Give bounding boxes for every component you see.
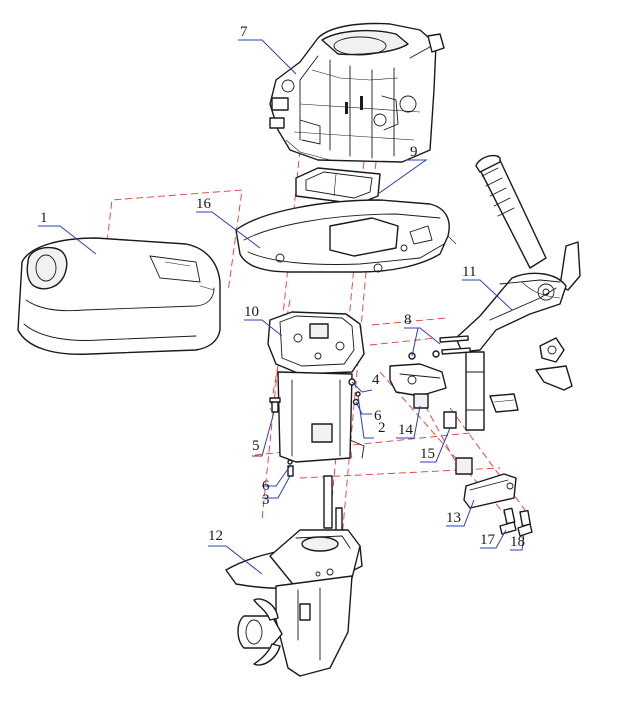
callout-6-upper: 6: [374, 408, 382, 424]
callout-3: 3: [262, 492, 270, 508]
callout-17: 17: [480, 532, 496, 548]
callout-6-lower: 6: [262, 478, 270, 494]
callout-1: 1: [40, 210, 48, 226]
callout-labels: 1 2 3 4 5 6 6 7 8 9 10 11 12 13 14 15 16…: [40, 24, 525, 550]
callout-4: 4: [372, 372, 380, 388]
part-10-adapter-plate: [267, 311, 365, 375]
part-13-lower-bracket: [463, 473, 517, 509]
small-fasteners: [269, 378, 361, 477]
callout-16: 16: [196, 196, 212, 212]
callout-13: 13: [446, 510, 461, 526]
drive-shaft-housing: [277, 371, 365, 463]
part-1-engine-cover: [17, 237, 221, 355]
part-14-clamp-bracket: [389, 363, 447, 409]
callout-2: 2: [378, 420, 386, 436]
callout-12: 12: [208, 528, 223, 544]
part-12-lower-unit: [225, 475, 363, 677]
callout-7: 7: [240, 24, 248, 40]
part-9-gasket: [295, 167, 381, 205]
part-17-fitting: [499, 507, 517, 535]
callout-9: 9: [410, 144, 418, 160]
part-8-bolts: [408, 335, 471, 360]
callout-10: 10: [244, 304, 259, 320]
callout-11: 11: [462, 264, 476, 280]
part-18-fitting: [517, 509, 533, 537]
callout-18: 18: [510, 534, 525, 550]
part-15-spacer: [443, 411, 473, 475]
callout-15: 15: [420, 446, 435, 462]
callout-5: 5: [252, 438, 260, 454]
callout-14: 14: [398, 422, 414, 438]
part-11-tiller-handle: [455, 154, 581, 431]
leader-lines: [38, 39, 525, 575]
callout-8: 8: [404, 312, 412, 328]
part-16-bottom-cowling: [235, 199, 457, 273]
part-7-powerhead: [269, 22, 445, 163]
